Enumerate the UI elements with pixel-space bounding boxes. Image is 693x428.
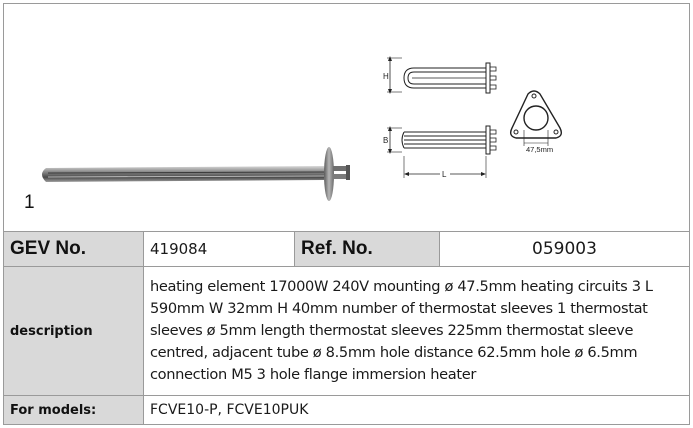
item-number: 1 xyxy=(24,192,35,213)
dimension-label-b: B xyxy=(383,136,388,145)
description-label-cell: description xyxy=(4,267,143,395)
side-view-drawing-b: B L xyxy=(383,125,497,179)
flange-front-view-drawing: 47,5mm xyxy=(509,90,563,154)
ref-value: 059003 xyxy=(532,239,597,259)
models-value-cell: FCVE10-P, FCVE10PUK xyxy=(144,396,689,424)
gev-value: 419084 xyxy=(150,240,208,258)
gev-label-cell: GEV No. xyxy=(4,232,143,266)
flange-hole-distance-label: 47,5mm xyxy=(526,145,553,154)
table-row-models: For models: FCVE10-P, FCVE10PUK xyxy=(4,396,689,424)
product-sheet: H B L xyxy=(3,3,690,425)
cell-divider xyxy=(143,396,144,424)
product-image-area: H B L xyxy=(4,4,689,231)
description-text: heating element 17000W 240V mounting ø 4… xyxy=(150,278,653,383)
dimension-label-l: L xyxy=(442,170,447,179)
table-row-description: description heating element 17000W 240V … xyxy=(4,267,689,395)
ref-label: Ref. No. xyxy=(301,238,373,259)
row-divider-2 xyxy=(4,395,689,396)
models-label-cell: For models: xyxy=(4,396,143,424)
table-row-gev: GEV No. 419084 Ref. No. 059003 xyxy=(4,232,689,266)
gev-value-cell: 419084 xyxy=(144,232,294,266)
ref-value-cell: 059003 xyxy=(440,232,689,266)
description-text-cell: heating element 17000W 240V mounting ø 4… xyxy=(144,267,689,395)
table-top-border xyxy=(4,231,689,232)
models-value: FCVE10-P, FCVE10PUK xyxy=(150,402,309,418)
ref-label-cell: Ref. No. xyxy=(295,232,439,266)
dimension-label-h: H xyxy=(383,72,389,81)
cell-divider xyxy=(439,232,440,266)
heating-element-photo xyxy=(42,147,350,201)
cell-divider xyxy=(294,232,295,266)
cell-divider xyxy=(143,232,144,266)
row-divider-1 xyxy=(4,266,689,267)
gev-label: GEV No. xyxy=(10,238,87,259)
description-label: description xyxy=(10,323,93,339)
cell-divider xyxy=(143,267,144,395)
models-label: For models: xyxy=(10,402,97,418)
side-view-drawing-h: H xyxy=(383,56,497,94)
